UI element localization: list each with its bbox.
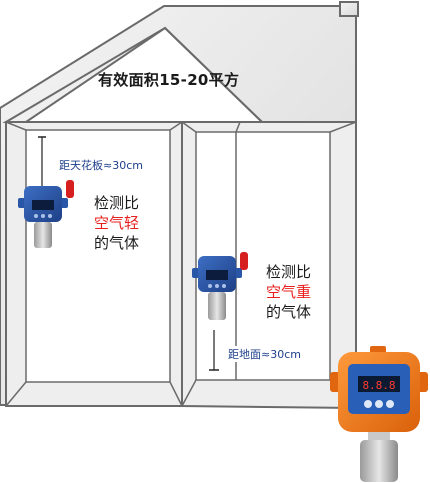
detector-screen — [206, 270, 228, 280]
left-floor-edge2 — [169, 381, 183, 407]
right-ceiling-edge — [181, 121, 197, 133]
sensor-head — [34, 222, 52, 248]
ceiling-distance-marker — [38, 136, 46, 186]
detector-knob — [386, 400, 394, 408]
ceiling-distance-label: 距天花板≈30cm — [58, 157, 144, 173]
blue-detector-ceiling — [18, 180, 74, 248]
blue-detector-floor — [192, 252, 248, 320]
heavy-gas-line1: 检测比 — [266, 263, 312, 281]
alarm-light — [66, 180, 74, 198]
detector-knob — [222, 284, 226, 288]
right-ceiling-edge2 — [329, 121, 357, 133]
left-ceiling-edge2 — [169, 121, 183, 131]
orange-detector: 8.8.8 — [330, 346, 428, 482]
detector-reading: 8.8.8 — [362, 379, 395, 392]
right-room — [181, 121, 357, 410]
light-gas-label: 检测比 空气轻 的气体 — [94, 193, 139, 253]
detector-knob — [215, 284, 219, 288]
alarm-light — [240, 252, 248, 270]
detector-screen — [32, 200, 54, 210]
detector-knob — [364, 400, 372, 408]
floor-distance-label: 距地面≈30cm — [227, 346, 302, 362]
light-gas-line1: 检测比 — [94, 194, 140, 212]
left-floor-edge — [5, 381, 27, 407]
sensor-neck — [368, 432, 390, 442]
detector-knob — [48, 214, 52, 218]
right-floor-edge — [181, 379, 197, 407]
house-top-right — [339, 1, 359, 17]
detector-knob — [208, 284, 212, 288]
sensor-head — [360, 440, 398, 482]
detector-screen — [358, 376, 400, 392]
heavy-gas-line2: 空气重 — [266, 283, 312, 301]
detector-knob — [375, 400, 383, 408]
light-gas-line2: 空气轻 — [94, 214, 140, 232]
heavy-gas-label: 检测比 空气重 的气体 — [266, 262, 311, 322]
area-title: 有效面积15-20平方 — [98, 71, 240, 89]
detector-knob — [41, 214, 45, 218]
light-gas-line3: 的气体 — [94, 234, 140, 252]
detector-knob — [34, 214, 38, 218]
floor-distance-marker — [209, 330, 219, 371]
left-ceiling-edge — [5, 121, 27, 131]
sensor-head — [208, 292, 226, 320]
divider-wall-top — [235, 121, 241, 133]
heavy-gas-line3: 的气体 — [266, 303, 312, 321]
